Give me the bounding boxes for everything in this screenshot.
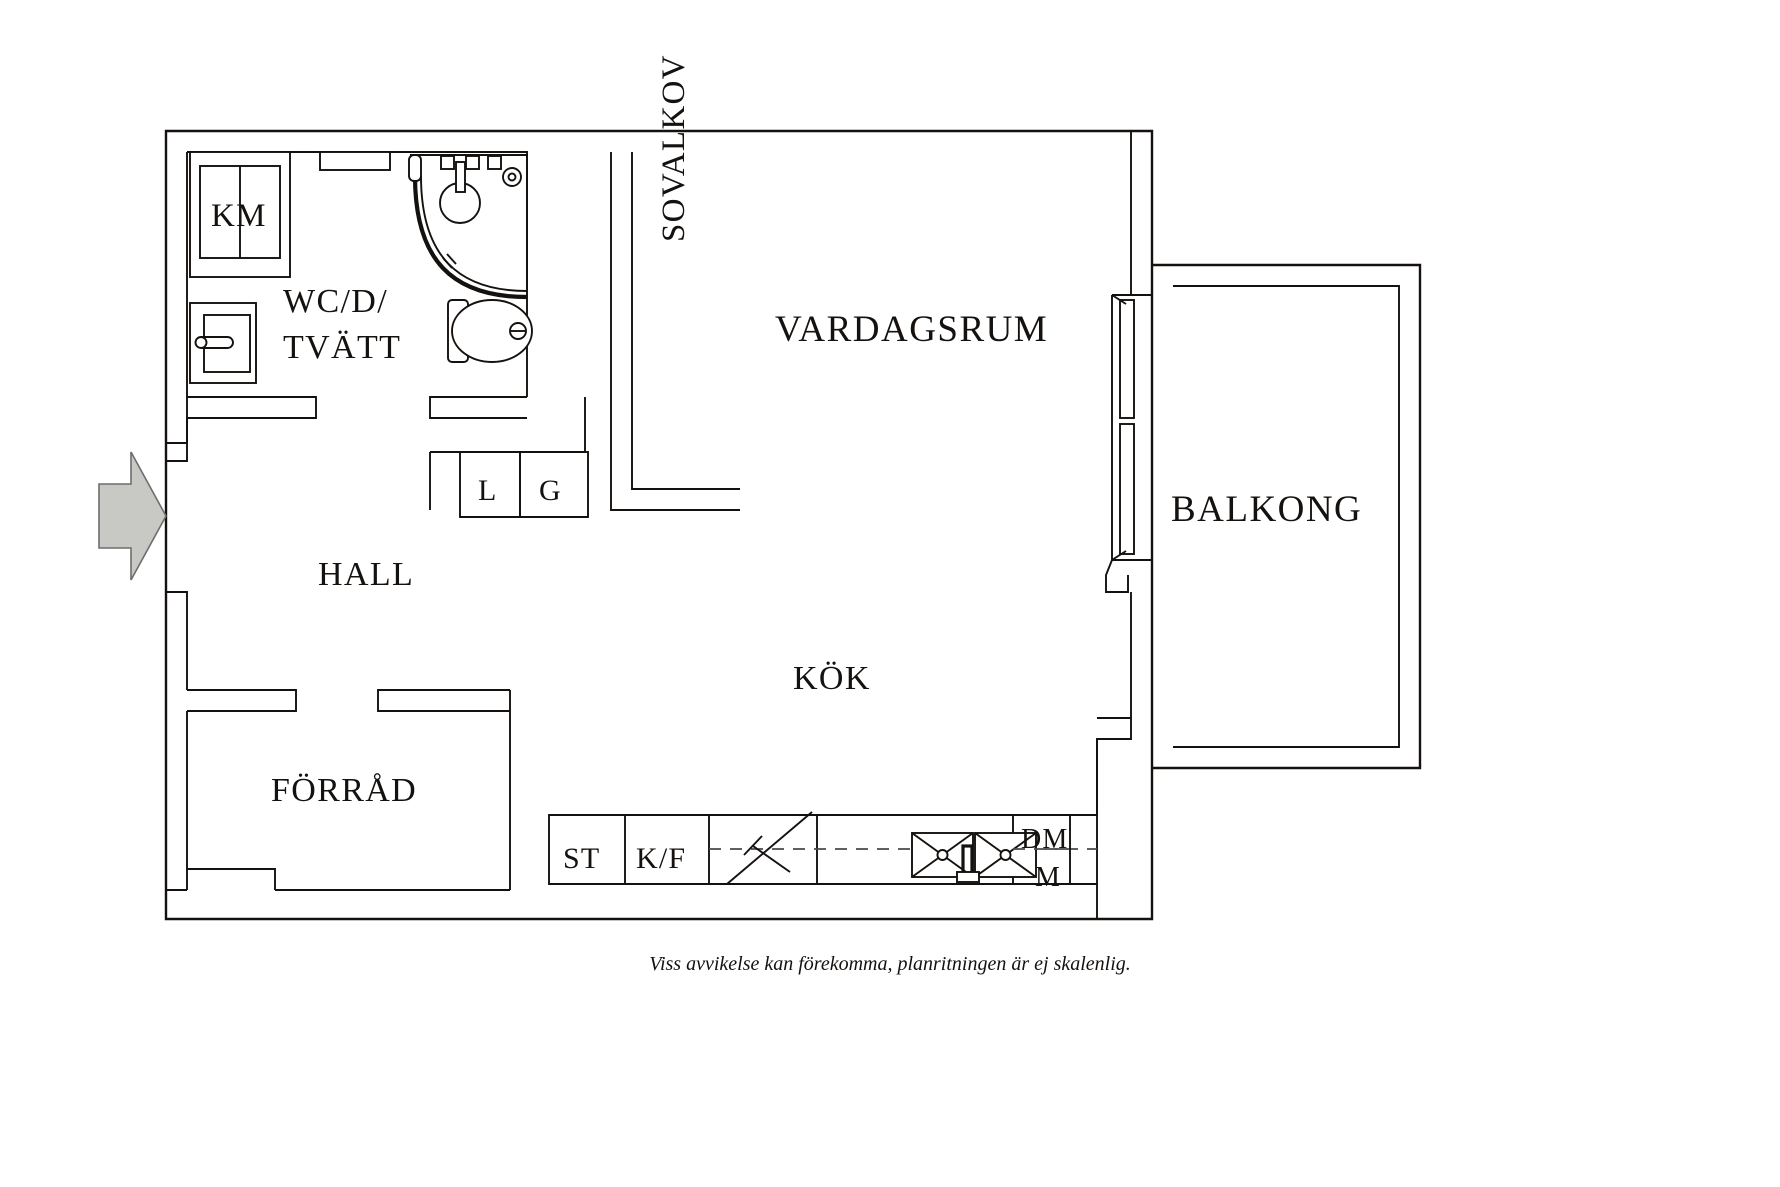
basin-tap — [194, 336, 234, 349]
balcony-outline — [1152, 263, 1422, 770]
kitchen-label-m: M — [1035, 862, 1061, 893]
bath-shelf — [319, 151, 391, 171]
sink-tap — [956, 844, 980, 883]
kitchen-label-dm: DM — [1021, 824, 1068, 855]
apartment-outline — [164, 129, 1154, 921]
room-label-forrad: FÖRRÅD — [271, 772, 417, 809]
kitchen-run — [548, 811, 1098, 885]
balcony-door[interactable] — [1105, 294, 1152, 593]
room-label-sovalkov: SOVALKOV — [656, 54, 692, 242]
plan-caption: Viss avvikelse kan förekomma, planritnin… — [649, 953, 1131, 975]
entrance-arrow — [98, 451, 167, 581]
washbasin — [189, 302, 257, 384]
room-label-km: KM — [211, 198, 267, 234]
washing-machine-km — [189, 151, 291, 278]
room-label-kok: KÖK — [793, 660, 871, 697]
room-label-wc-line2: TVÄTT — [283, 329, 401, 366]
hall-walls — [166, 591, 511, 891]
closet-label-l: L — [478, 474, 498, 507]
room-label-hall: HALL — [318, 556, 414, 593]
sink-basin-right — [974, 832, 1037, 878]
toilet — [447, 299, 533, 363]
room-label-vardagsrum: VARDAGSRUM — [775, 309, 1048, 350]
kitchen-label-kf: K/F — [636, 842, 686, 875]
room-label-balkong: BALKONG — [1171, 489, 1362, 530]
corner-shower — [408, 154, 528, 300]
kitchen-label-st: ST — [563, 842, 600, 875]
east-wall-nibs — [1096, 131, 1132, 919]
room-label-wc-line1: WC/D/ — [283, 283, 388, 320]
closet-label-g: G — [539, 474, 562, 507]
